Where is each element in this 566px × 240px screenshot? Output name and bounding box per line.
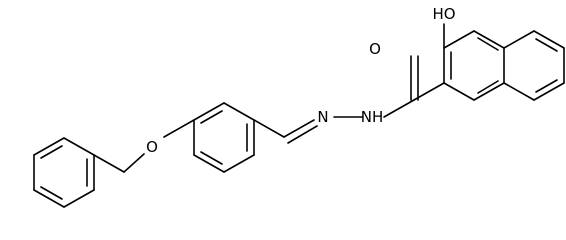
bond — [533, 30, 565, 49]
bond — [33, 137, 65, 156]
bond — [33, 189, 65, 208]
double-bond-inner — [40, 145, 63, 159]
double-bond-inner — [200, 151, 223, 165]
amide-group — [383, 55, 445, 118]
carbonyl-oxygen-label: O — [369, 40, 381, 58]
bond-ring-o — [163, 119, 195, 138]
double-bond-inner — [535, 79, 558, 93]
double-bond-inner — [200, 110, 223, 124]
double-bond-inner — [477, 80, 499, 94]
ether-oxygen-label: O — [146, 138, 158, 156]
bond — [503, 82, 535, 101]
central-benzene-ring — [193, 102, 255, 173]
bond-o-ch2 — [123, 153, 145, 173]
amide-nitrogen-label: NH — [361, 108, 384, 126]
bond-ring-carbonyl — [413, 82, 445, 101]
imine-nitrogen-label: N — [317, 108, 328, 126]
bond — [223, 154, 255, 173]
bond-n-ch-double-1 — [283, 119, 315, 138]
molecule-structure: HO O NH N O — [33, 5, 565, 208]
bond — [63, 137, 95, 156]
bond-n-ch-double-2 — [287, 125, 318, 144]
bond — [473, 82, 505, 101]
double-bond-inner — [535, 38, 558, 52]
bond-carbonyl-n — [383, 99, 415, 118]
bond — [503, 30, 535, 49]
bond — [193, 102, 225, 121]
double-bond-inner — [477, 37, 499, 51]
phenyl-ring — [33, 137, 95, 208]
bond — [193, 154, 225, 173]
bond-ch-ring — [253, 119, 285, 138]
bond — [443, 82, 475, 101]
bond — [533, 82, 565, 101]
bond — [223, 102, 255, 121]
double-bond-inner — [40, 186, 63, 200]
hydroxyl-label: HO — [432, 5, 455, 23]
naphthalene-ring-b — [503, 30, 565, 101]
benzyloxy-linker — [93, 119, 195, 173]
bond-ch2-ring — [93, 154, 125, 173]
bond — [473, 30, 505, 49]
naphthalene-ring-a — [443, 30, 505, 101]
bond — [63, 189, 95, 208]
hydrazone-linker — [253, 116, 363, 144]
bond — [443, 30, 475, 49]
